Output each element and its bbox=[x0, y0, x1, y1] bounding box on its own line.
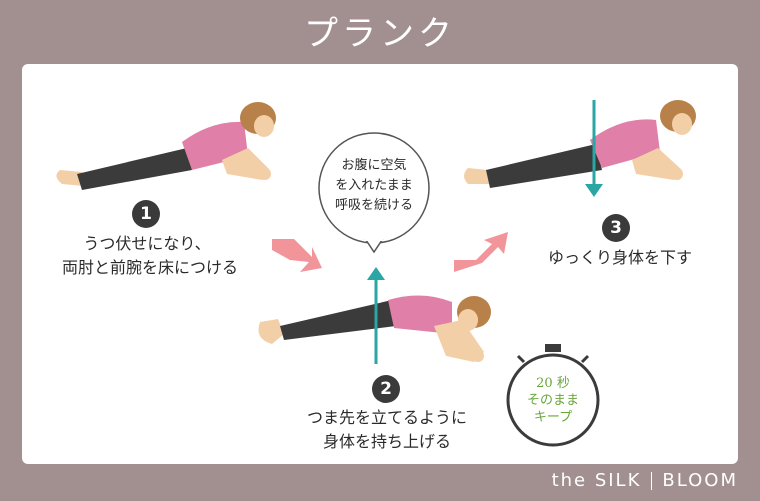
timer-line1: 20 秒 bbox=[536, 376, 570, 391]
step-3-caption: ゆっくり身体を下す bbox=[540, 246, 700, 270]
step-3-badge: 3 bbox=[602, 214, 630, 242]
step-1-badge: 1 bbox=[132, 200, 160, 228]
teal-up-arrow bbox=[367, 267, 385, 364]
stopwatch-icon bbox=[506, 344, 600, 447]
bubble-text: お腹に空気 を入れたまま 呼吸を続ける bbox=[324, 156, 424, 216]
brand-divider bbox=[651, 472, 653, 490]
figure-step-3 bbox=[464, 100, 696, 188]
bubble-line2: を入れたまま bbox=[335, 178, 413, 193]
step-1-caption: うつ伏せになり、 両肘と前腕を床につける bbox=[62, 232, 239, 280]
teal-down-arrow bbox=[585, 100, 603, 197]
step-2-caption-line2: 身体を持ち上げる bbox=[322, 432, 451, 451]
arrow-step1-to-2 bbox=[272, 239, 322, 272]
timer-line2: そのまま bbox=[526, 393, 579, 408]
step-1-caption-line2: 両肘と前腕を床につける bbox=[62, 258, 239, 277]
bubble-line3: 呼吸を続ける bbox=[334, 198, 413, 213]
step-2-caption-line1: つま先を立てるように bbox=[306, 408, 467, 427]
illustration-layer bbox=[56, 100, 696, 447]
arrow-step2-to-3 bbox=[454, 232, 508, 272]
step-1-caption-line1: うつ伏せになり、 bbox=[83, 234, 211, 253]
bubble-line1: お腹に空気 bbox=[341, 158, 407, 173]
brand-logo: the SILK BLOOM bbox=[552, 470, 738, 491]
instruction-card: 1 うつ伏せになり、 両肘と前腕を床につける お腹に空気 を入れたまま 呼吸を続… bbox=[22, 64, 738, 464]
timer-line3: キープ bbox=[533, 410, 573, 425]
step-2-badge: 2 bbox=[372, 375, 400, 403]
figure-step-2 bbox=[258, 295, 491, 362]
step-3-caption-line1: ゆっくり身体を下す bbox=[547, 248, 692, 267]
step-2-caption: つま先を立てるように 身体を持ち上げる bbox=[297, 406, 477, 454]
speech-bubble bbox=[318, 132, 430, 254]
timer-text: 20 秒 そのまま キープ bbox=[518, 375, 588, 426]
figure-step-1 bbox=[56, 102, 276, 190]
brand-left: the SILK bbox=[551, 470, 642, 491]
brand-right: BLOOM bbox=[662, 470, 738, 491]
page-title: プランク bbox=[304, 14, 456, 54]
